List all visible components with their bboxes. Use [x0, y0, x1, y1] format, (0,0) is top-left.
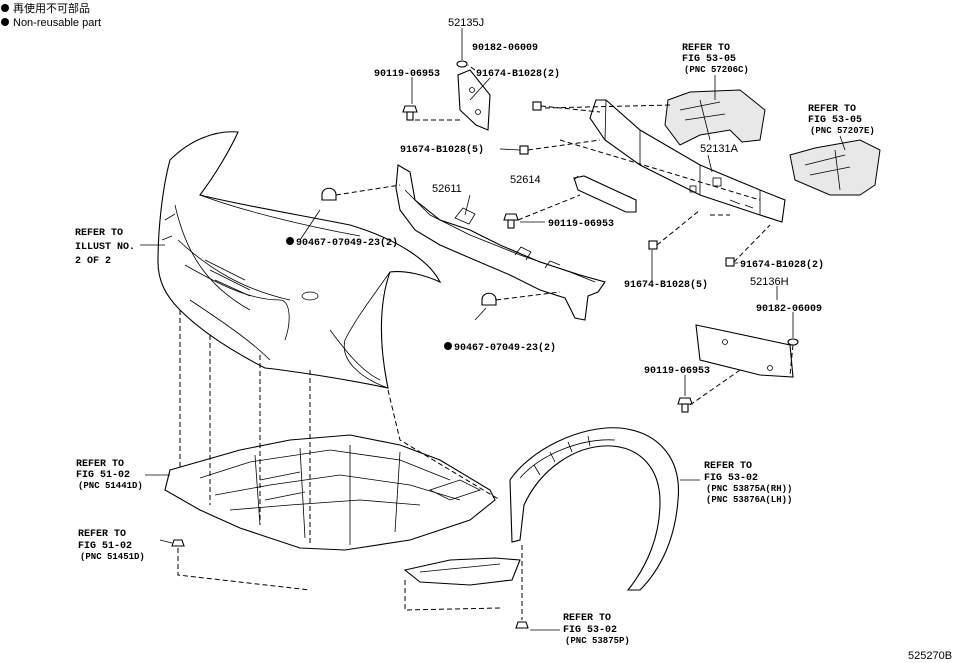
- screw-53875p[interactable]: [515, 621, 529, 629]
- label-90119-06953-top: 90119-06953: [374, 69, 440, 80]
- non-reusable-marker-icon: [286, 237, 294, 245]
- label-refer-53-05-b-3: (PNC 57207E): [810, 126, 875, 136]
- legend-english: Non-reusable part: [13, 17, 101, 29]
- label-52136h: 52136H: [750, 276, 789, 288]
- clip-90182-06009-top[interactable]: [456, 60, 468, 68]
- bumper-side-bracket-52136H[interactable]: [695, 324, 794, 378]
- label-refer-illust-3: 2 OF 2: [75, 256, 111, 267]
- non-reusable-marker-icon: [1, 4, 9, 12]
- label-refer-53-02-a-4: (PNC 53876A(LH)): [706, 495, 792, 505]
- clip-90467-a[interactable]: [321, 187, 337, 201]
- label-91674-b1028-2-top: 91674-B1028(2): [476, 68, 560, 80]
- label-91674-b1028-5-left: 91674-B1028(5): [400, 144, 484, 156]
- label-52611: 52611: [432, 183, 462, 195]
- bolt-90119-06953-top[interactable]: [402, 105, 418, 121]
- label-90467-a: 90467-07049-23(2): [296, 237, 398, 249]
- nut-91674-b1028-left[interactable]: [519, 145, 529, 155]
- nut-91674-b1028-mid[interactable]: [648, 240, 658, 250]
- label-refer-53-02-a-3: (PNC 53875A(RH)): [706, 484, 792, 494]
- assembly-lines: [177, 64, 794, 620]
- label-52614: 52614: [510, 174, 541, 186]
- bolt-90119-06953-mid[interactable]: [503, 213, 519, 229]
- diagram-id: 525270B: [908, 650, 952, 662]
- label-90182-06009-right: 90182-06009: [756, 304, 822, 315]
- nut-91674-b1028-top[interactable]: [532, 101, 542, 111]
- legend-japanese: 再使用不可部品: [13, 1, 90, 15]
- label-refer-illust-2: ILLUST NO.: [75, 242, 135, 253]
- bumper-side-bracket-52135J[interactable]: [457, 69, 491, 131]
- front-bracket-57206C[interactable]: [664, 89, 766, 146]
- label-refer-53-02-a-2: FIG 53-02: [704, 473, 758, 484]
- label-90182-06009-top: 90182-06009: [472, 43, 538, 54]
- leader-lines: [140, 28, 846, 631]
- label-90119-06953-right: 90119-06953: [644, 366, 710, 377]
- label-refer-53-05-b-1: REFER TO: [808, 104, 856, 115]
- non-reusable-marker-icon: [444, 342, 452, 350]
- label-refer-53-02-a-1: REFER TO: [704, 461, 752, 472]
- label-refer-53-02-b-3: (PNC 53875P): [565, 636, 630, 646]
- label-refer-illust-1: REFER TO: [75, 228, 123, 239]
- label-refer-53-05-a-3: (PNC 57206C): [684, 65, 749, 75]
- label-refer-51-02-a-1: REFER TO: [76, 459, 124, 470]
- screw-51451d[interactable]: [171, 539, 185, 547]
- label-refer-53-02-b-2: FIG 53-02: [563, 625, 617, 636]
- label-90119-06953-mid: 90119-06953: [548, 219, 614, 230]
- label-refer-51-02-b-2: FIG 51-02: [78, 541, 132, 552]
- label-refer-51-02-a-3: (PNC 51441D): [78, 481, 143, 491]
- engine-under-cover[interactable]: [164, 434, 496, 551]
- label-90467-b: 90467-07049-23(2): [454, 342, 556, 354]
- bolt-90119-06953-right[interactable]: [677, 397, 693, 413]
- label-refer-53-05-b-2: FIG 53-05: [808, 115, 862, 126]
- label-refer-53-05-a-1: REFER TO: [682, 43, 730, 54]
- clip-90467-b[interactable]: [481, 292, 497, 306]
- label-91674-b1028-2-right: 91674-B1028(2): [740, 259, 824, 271]
- non-reusable-marker-icon: [1, 18, 9, 26]
- clip-90182-06009-right[interactable]: [787, 338, 799, 346]
- label-52135j: 52135J: [448, 17, 484, 29]
- label-refer-51-02-b-1: REFER TO: [78, 529, 126, 540]
- fender-liner[interactable]: [403, 427, 680, 591]
- label-52131a: 52131A: [700, 143, 739, 155]
- label-refer-53-02-b-1: REFER TO: [563, 613, 611, 624]
- nut-91674-b1028-right[interactable]: [725, 257, 735, 267]
- part-labels: 52135J 90182-06009 90119-06953 91674-B10…: [75, 17, 952, 662]
- label-refer-51-02-a-2: FIG 51-02: [76, 470, 130, 481]
- label-refer-51-02-b-3: (PNC 51451D): [80, 552, 145, 562]
- bumper-cover[interactable]: [157, 131, 442, 389]
- absorber-52614[interactable]: [573, 175, 637, 213]
- label-refer-53-05-a-2: FIG 53-05: [682, 54, 736, 65]
- label-91674-b1028-5-right: 91674-B1028(5): [624, 279, 708, 291]
- front-bracket-57207E[interactable]: [789, 139, 881, 196]
- bumper-retainer-upper[interactable]: [395, 164, 606, 321]
